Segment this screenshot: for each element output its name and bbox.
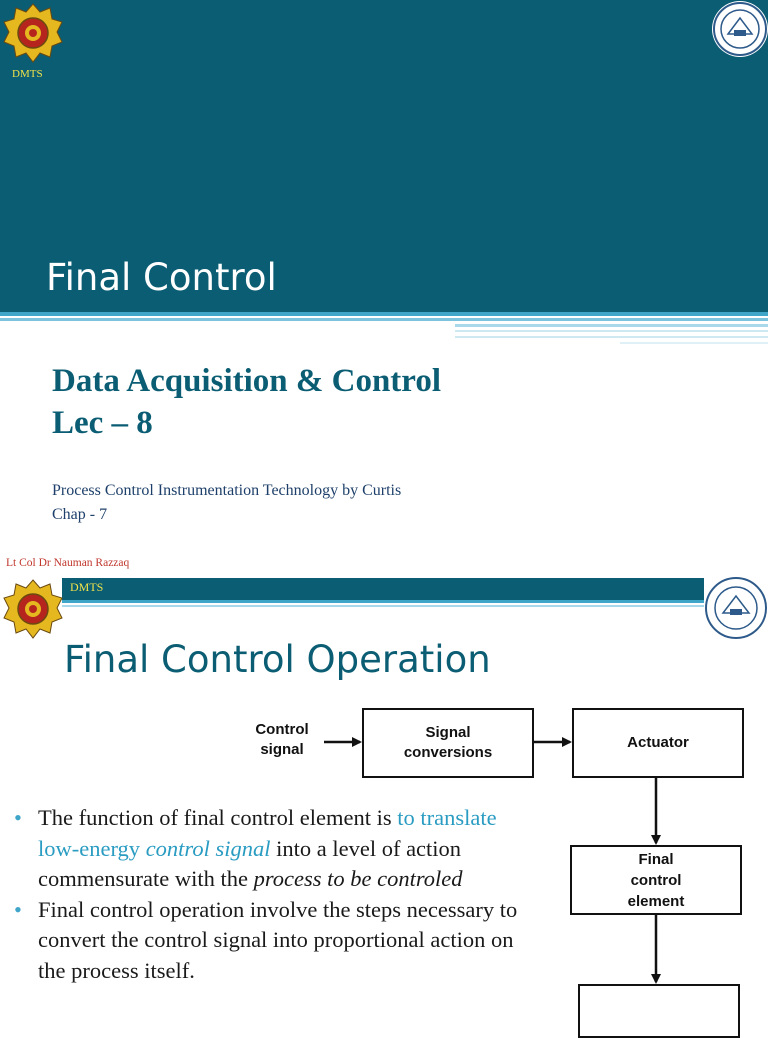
header-stripe [620,342,768,344]
signal-conversions-box: Signal conversions [362,708,534,778]
reference-book: Process Control Instrumentation Technolo… [52,482,402,499]
university-seal-icon [705,577,767,639]
bullet-italic: process to be controled [253,866,463,891]
course-name: Data Acquisition & Control [52,363,442,399]
final-control-element-box: Final control element [570,845,742,915]
dmts-emblem-icon [3,3,63,63]
box-label-line: Signal [425,724,471,741]
header-stripe [62,600,704,603]
author-name: Lt Col Dr Nauman Razzaq [6,557,130,569]
box-label-line: control [630,871,682,889]
bullet-list: • The function of final control element … [14,803,534,986]
bullet-text: into a level of action commensurate with… [38,835,462,892]
bullet-icon: • [14,896,22,922]
box-label-line: conversions [403,744,493,761]
slide-title: Final Control Operation [64,638,491,681]
control-signal-label-line: Control [255,721,309,738]
box-label-line: Actuator [627,734,689,751]
header-stripe [0,318,768,321]
header-stripe [455,336,768,338]
header-stripe [455,330,768,332]
title-slide-header [0,0,768,312]
actuator-box: Actuator [572,708,744,778]
slide-title: Final Control [46,256,277,299]
bullet-text: Final control operation involve the step… [38,896,518,983]
reference-text: Process Control Instrumentation Technolo… [52,479,401,527]
course-subtitle: Data Acquisition & Control Lec – 8 [52,360,441,444]
header-stripe [62,605,704,607]
bullet-item: • Final control operation involve the st… [14,895,534,987]
org-label: DMTS [70,580,104,594]
control-signal-label: Control signal [244,720,320,760]
dmts-emblem-icon [3,579,63,639]
org-label: DMTS [12,68,43,80]
bullet-highlight-italic: control signal [145,835,271,861]
bullet-text: The function of final control element is [38,805,398,830]
box-label-line: element [627,892,685,910]
reference-chapter: Chap - 7 [52,506,108,523]
box-label-line: Final [638,850,674,868]
header-stripe [455,324,768,327]
bullet-highlight: to translate low-energy [38,805,497,861]
bullet-item: • The function of final control element … [14,803,534,895]
slide2-header-bar [62,578,704,600]
lecture-number: Lec – 8 [52,405,153,441]
university-seal-icon [712,1,768,57]
bullet-icon: • [14,805,22,830]
header-stripe [0,312,768,316]
control-signal-label-line: signal [260,741,304,758]
